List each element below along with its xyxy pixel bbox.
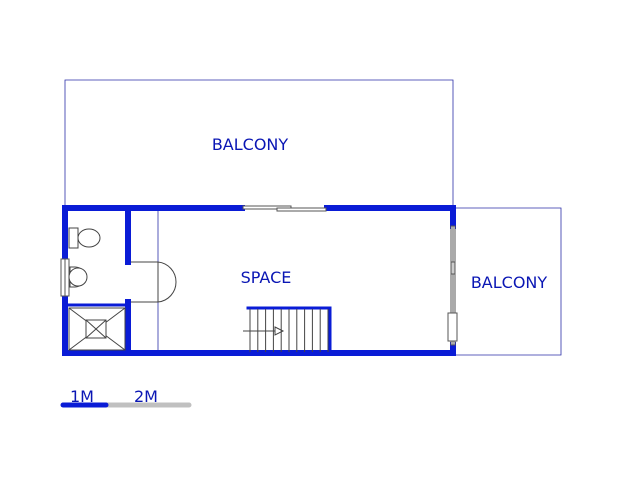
basin-icon xyxy=(68,266,88,288)
interior-lines xyxy=(131,211,159,352)
window-icon xyxy=(447,225,458,346)
sliding-door xyxy=(242,205,327,212)
space-label: SPACE xyxy=(241,268,292,287)
scale-label-2m: 2M xyxy=(134,387,158,406)
scale-bar: 1M 2M xyxy=(60,387,192,408)
toilet-icon xyxy=(68,227,101,249)
door-swing-icon xyxy=(131,261,177,303)
shower-icon xyxy=(68,307,126,351)
left-window xyxy=(60,258,70,297)
balcony-top-label: BALCONY xyxy=(212,135,289,154)
balcony-top-outline xyxy=(64,79,454,208)
balcony-right-label: BALCONY xyxy=(471,273,548,292)
balcony-right-outline xyxy=(456,207,562,356)
staircase-icon xyxy=(243,309,329,352)
interior-walls xyxy=(66,207,332,356)
scale-label-1m: 1M xyxy=(70,387,94,406)
